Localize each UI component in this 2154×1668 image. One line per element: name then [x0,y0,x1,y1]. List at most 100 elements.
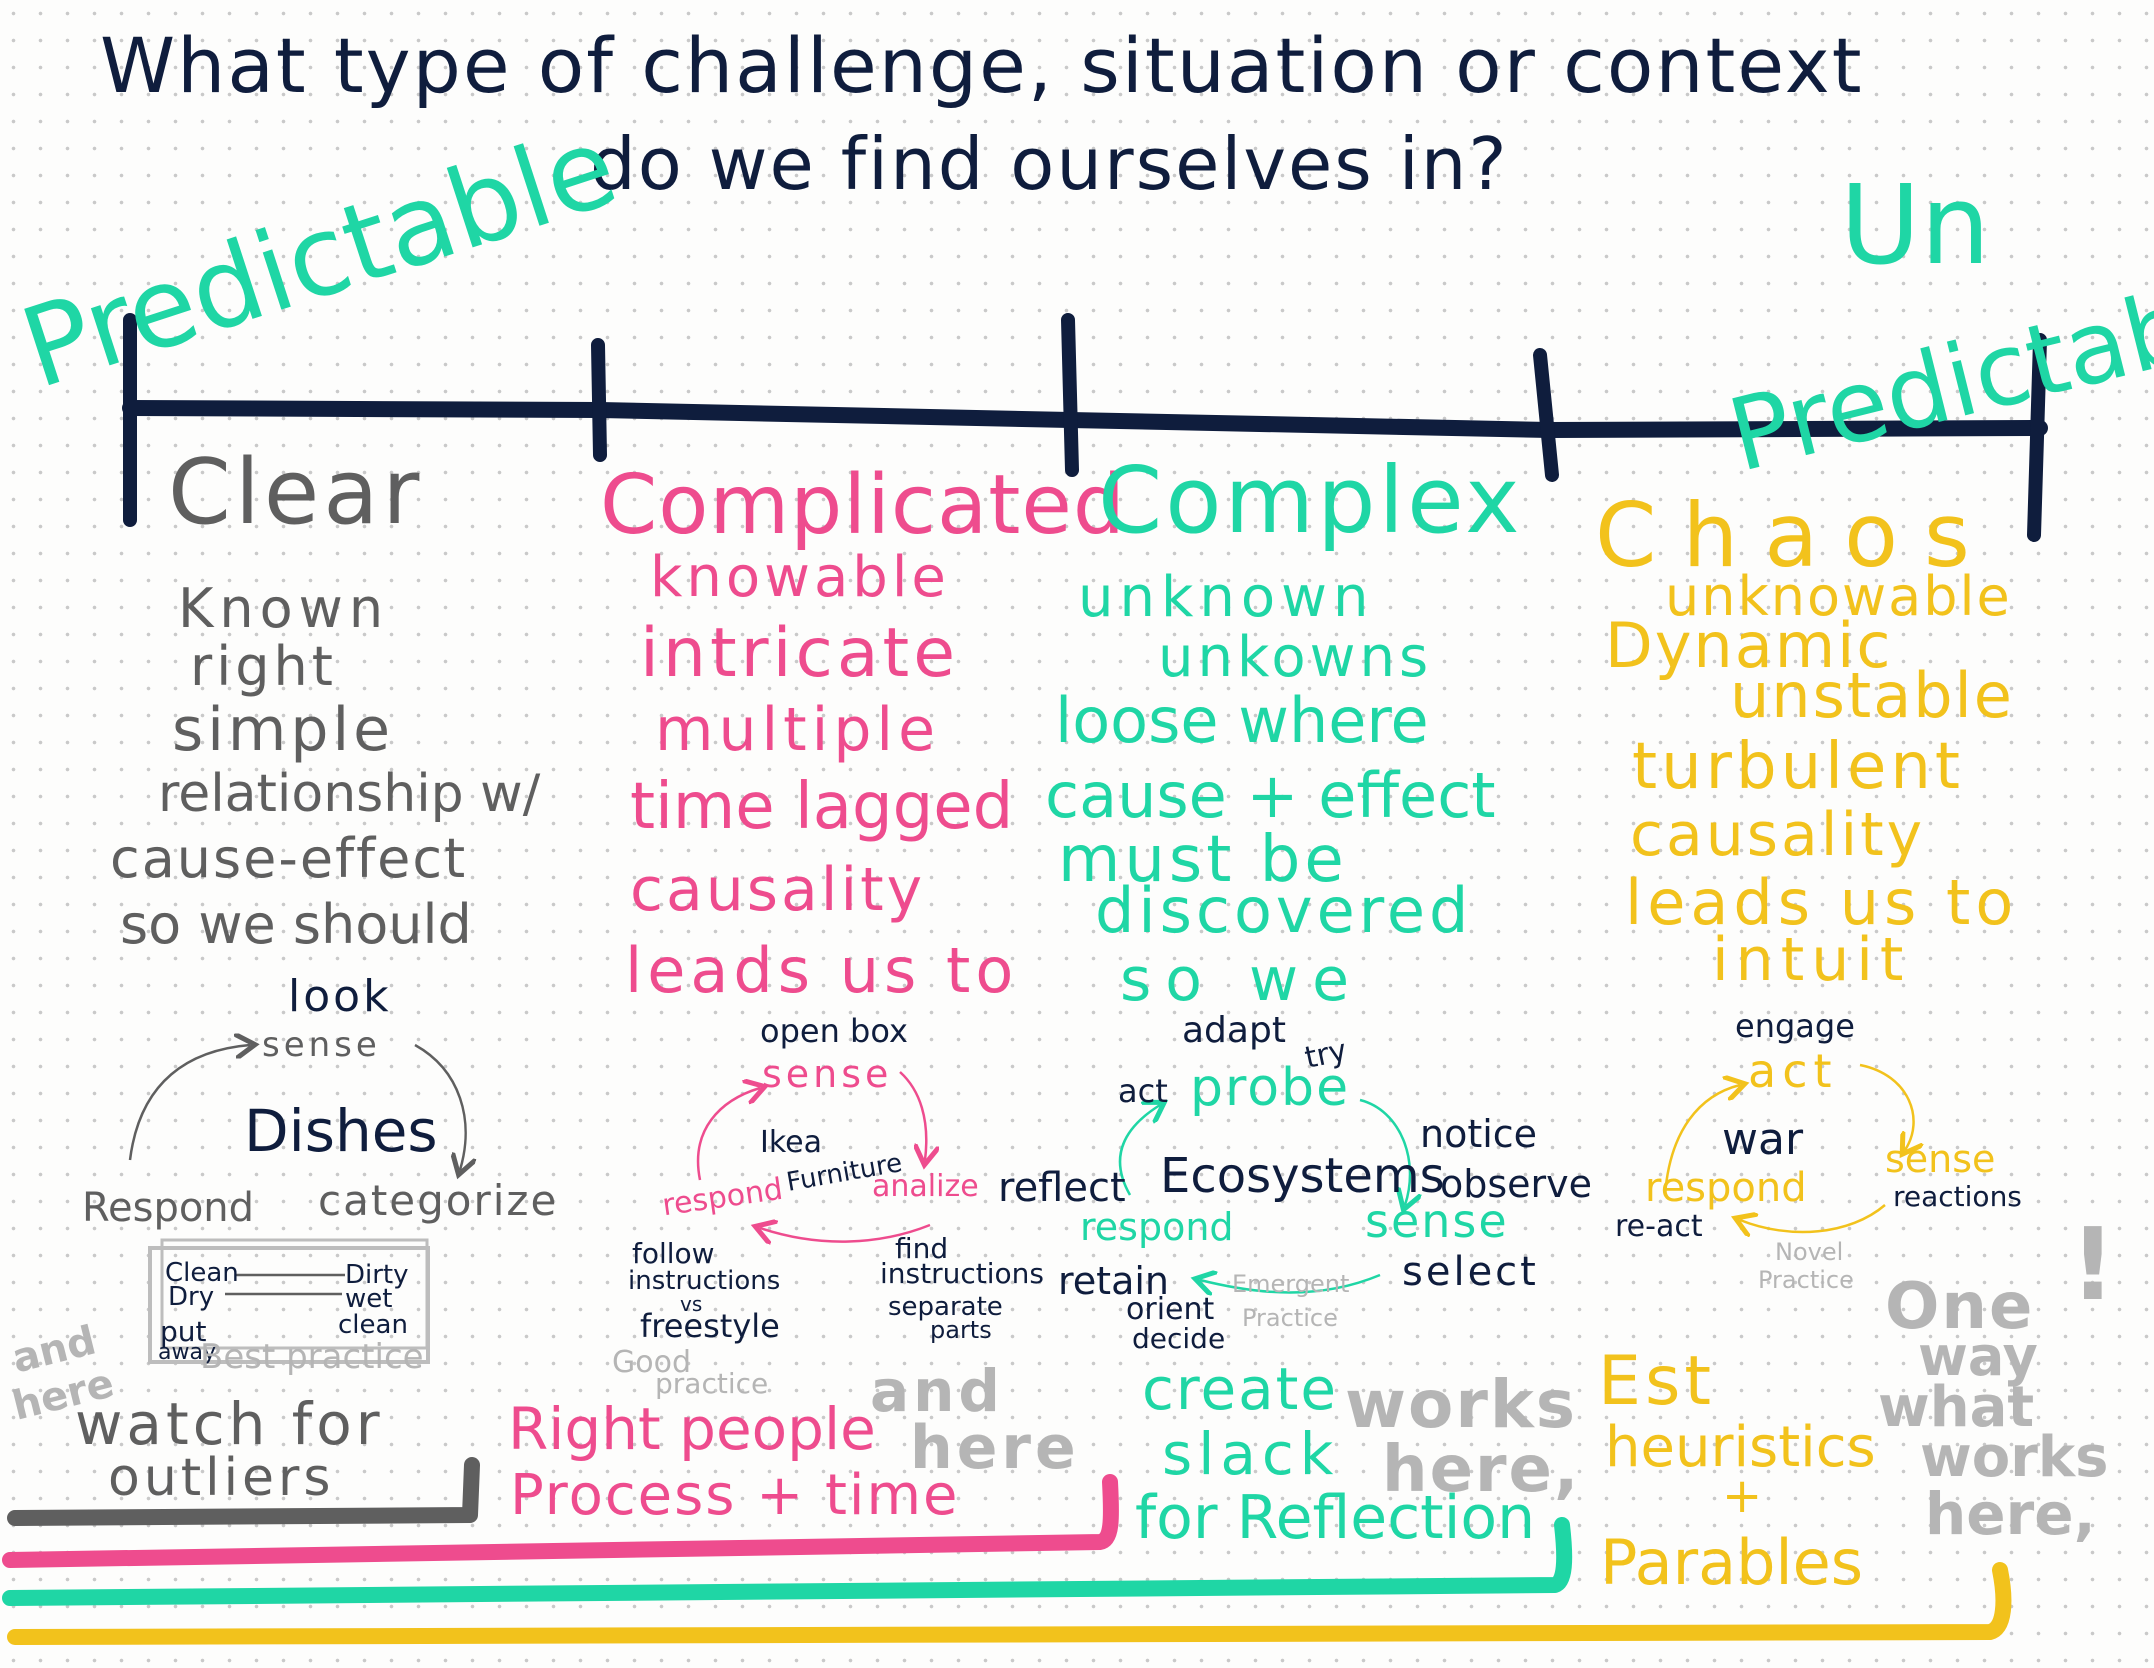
complicated-br-4: parts [930,1316,992,1344]
clean-dirty-connectors [225,1273,345,1296]
complex-cycle-act: act [1118,1072,1168,1110]
title-line-1: What type of challenge, situation or con… [100,21,1864,110]
complex-line-1: unknown [1078,565,1375,630]
chaos-line-2: Dynamic [1605,609,1893,682]
complex-cycle-adapt: adapt [1182,1010,1286,1051]
chaos-footer-4: Parables [1600,1526,1864,1599]
complex-aside-works: works [1345,1366,1578,1443]
chaos-practice-2: Practice [1758,1266,1854,1294]
box-clean-2: clean [338,1310,408,1340]
complicated-cycle-analize: analize [872,1169,979,1204]
complex-cycle-sense: sense [1365,1194,1509,1248]
clear-line-2: right [190,635,337,698]
chaos-aside-bang: ! [2070,1206,2116,1323]
clear-line-3: simple [172,695,395,765]
clear-footer-1: watch for [75,1390,384,1458]
chaos-footer-3: + [1722,1468,1763,1524]
box-clean: Clean [165,1258,239,1288]
complex-line-5: must be [1058,823,1348,897]
complicated-br-1: find [895,1232,949,1265]
clear-cycle-look: look [288,971,392,1022]
box-put: put [160,1315,207,1348]
complex-footer-3: for Reflection [1135,1483,1536,1553]
chaos-line-4: turbulent [1632,730,1964,804]
chaos-line-3: unstable [1730,659,2014,732]
chaos-practice-1: Novel [1775,1238,1844,1266]
complex-cycle-reflect: reflect [998,1165,1126,1211]
complicated-practice-1: Good [612,1345,691,1380]
chaos-cycle-act: act [1748,1044,1838,1098]
complicated-practice-2: practice [655,1367,769,1400]
predictability-axis [122,313,2048,542]
clear-cycle-center: Dishes [244,1097,438,1165]
chaos-footer-2: heuristics [1605,1415,1876,1480]
clear-line-4: relationship w/ [158,764,541,824]
complex-cycle-decide: decide [1132,1322,1226,1355]
complex-practice-2: Practice [1242,1304,1338,1332]
complex-footer-1: create [1142,1355,1339,1423]
clear-footer-2: outliers [108,1448,335,1508]
complicated-line-2: intricate [640,614,960,693]
complex-line-4: cause + effect [1045,759,1496,832]
title-line-2: do we find ourselves in? [590,122,1509,206]
unpredictable-label-un: Un [1840,161,1991,289]
complicated-footer-1: Right people [508,1395,876,1463]
complex-cycle-select: select [1402,1249,1539,1295]
complicated-line-6: leads us to [625,934,1019,1007]
clear-cycle-respond: Respond [82,1185,255,1231]
box-best-practice: Best practice [200,1337,424,1377]
chaos-cycle-react: re-act [1615,1209,1703,1244]
chaos-line-1: unknowable [1665,565,2012,628]
chaos-line-6: leads us to [1625,866,2019,939]
complex-cycle-retain: retain [1058,1259,1169,1303]
complex-bracket [2,1517,1573,1606]
complex-cycle-observe: observe [1440,1162,1593,1206]
chaos-bracket [7,1562,2012,1645]
complex-line-6: discovered [1095,874,1473,947]
clear-cycle [128,1045,466,1170]
complicated-cycle-top: open box [760,1012,908,1050]
clear-bracket [7,1457,480,1526]
box-away: away [158,1340,216,1365]
complex-cycle-respond: respond [1080,1205,1234,1249]
chaos-footer-1: Est [1598,1342,1716,1421]
complicated-line-4: time lagged [630,770,1014,844]
scope-brackets [2,1457,2012,1645]
box-dirty: Dirty [345,1260,409,1290]
clear-cycle-categorize: categorize [318,1176,559,1225]
complicated-bl-2: instructions [628,1266,781,1296]
box-wet: wet [345,1284,393,1314]
complex-cycle [1118,1098,1410,1293]
chaos-aside-way: way [1918,1325,2038,1388]
complicated-line-5: causality [630,855,926,925]
clear-line-6: so we should [120,893,472,956]
chaos-line-7: intuit [1712,925,1911,995]
chaos-aside-works: works [1920,1425,2109,1490]
complicated-line-3: multiple [655,695,941,765]
chaos-aside-what: what [1878,1375,2035,1440]
complicated-cycle-sense: sense [762,1052,893,1096]
complex-cycle-probe: probe [1190,1058,1351,1118]
chaos-cycle-engage: engage [1735,1007,1855,1045]
clear-heading: Clear [168,440,424,545]
complicated-heading: Complicated [600,458,1126,553]
complicated-bracket [2,1474,1119,1568]
chaos-aside-one: One [1885,1270,2035,1344]
chaos-cycle-reactions: reactions [1893,1180,2022,1213]
complex-footer-2: slack [1162,1420,1340,1488]
complex-line-2: unkowns [1158,625,1433,690]
chaos-cycle-sense: sense [1885,1137,1996,1181]
complex-cycle-orient: orient [1126,1292,1215,1327]
complicated-bl-3: vs [680,1292,703,1316]
clear-line-5: cause-effect [110,827,468,890]
complex-line-7: so we [1120,945,1364,1015]
chaos-line-5: causality [1630,800,1926,870]
complex-cycle-center: Ecosystems [1160,1148,1445,1204]
complex-aside-here: here, [1382,1433,1581,1507]
chaos-cycle-respond: respond [1645,1165,1807,1211]
complicated-aside-here: here [910,1413,1080,1483]
complex-cycle-notice: notice [1420,1112,1538,1156]
complicated-bl-4: freestyle [640,1307,780,1345]
complicated-footer-2: Process + time [510,1463,960,1528]
